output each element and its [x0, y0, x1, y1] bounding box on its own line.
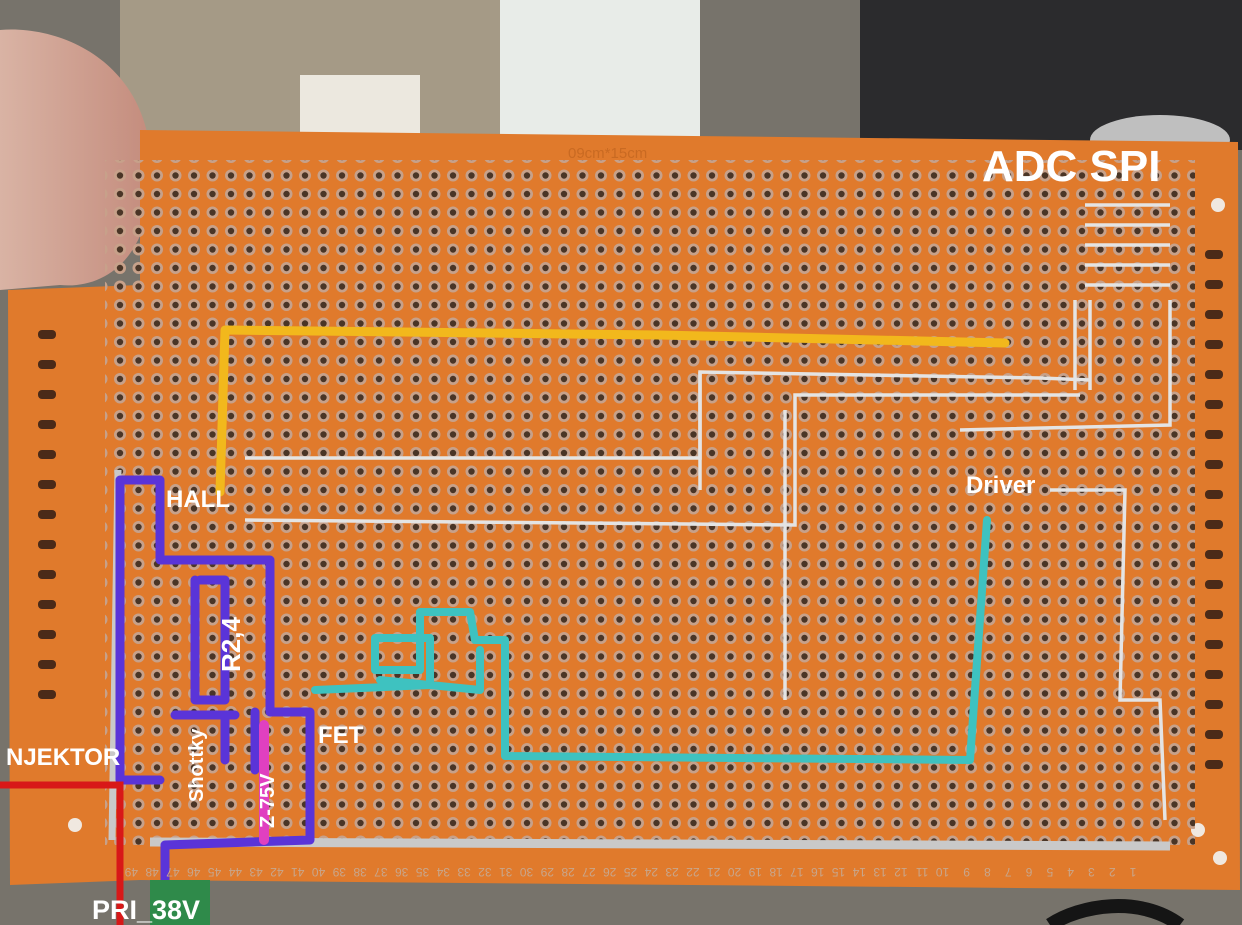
- hall-label: HALL: [166, 486, 230, 513]
- injector-label: NJEKTOR: [6, 744, 121, 771]
- background-panel: [300, 75, 420, 140]
- resistor-label: R2,4: [216, 617, 246, 672]
- solder-bus-bottom: [149, 837, 1171, 851]
- mount-hole: [1213, 851, 1227, 865]
- cable: [1046, 899, 1185, 925]
- terminal-block: [150, 880, 210, 925]
- pad-grid: [105, 160, 1195, 845]
- supply-label: PRI_38V: [92, 895, 201, 925]
- adc-spi-label: ADC SPI: [982, 142, 1161, 191]
- mount-hole: [68, 818, 82, 832]
- background-window: [500, 0, 700, 140]
- jumper-wires: [244, 203, 1172, 821]
- edge-slots: [38, 250, 1223, 769]
- gate-drive-trace: [311, 516, 991, 764]
- injector-trace: [0, 781, 124, 925]
- power-trace: [115, 475, 315, 925]
- board-silkscreen-label: 09cm*15cm: [568, 145, 648, 162]
- driver-label: Driver: [966, 472, 1036, 499]
- zener-label: Z-75V: [257, 773, 279, 828]
- hall-signal-trace: [215, 325, 1010, 497]
- schottky-label: Shottky: [186, 728, 208, 802]
- fet-label: FET: [318, 722, 364, 749]
- mount-hole: [1211, 198, 1225, 212]
